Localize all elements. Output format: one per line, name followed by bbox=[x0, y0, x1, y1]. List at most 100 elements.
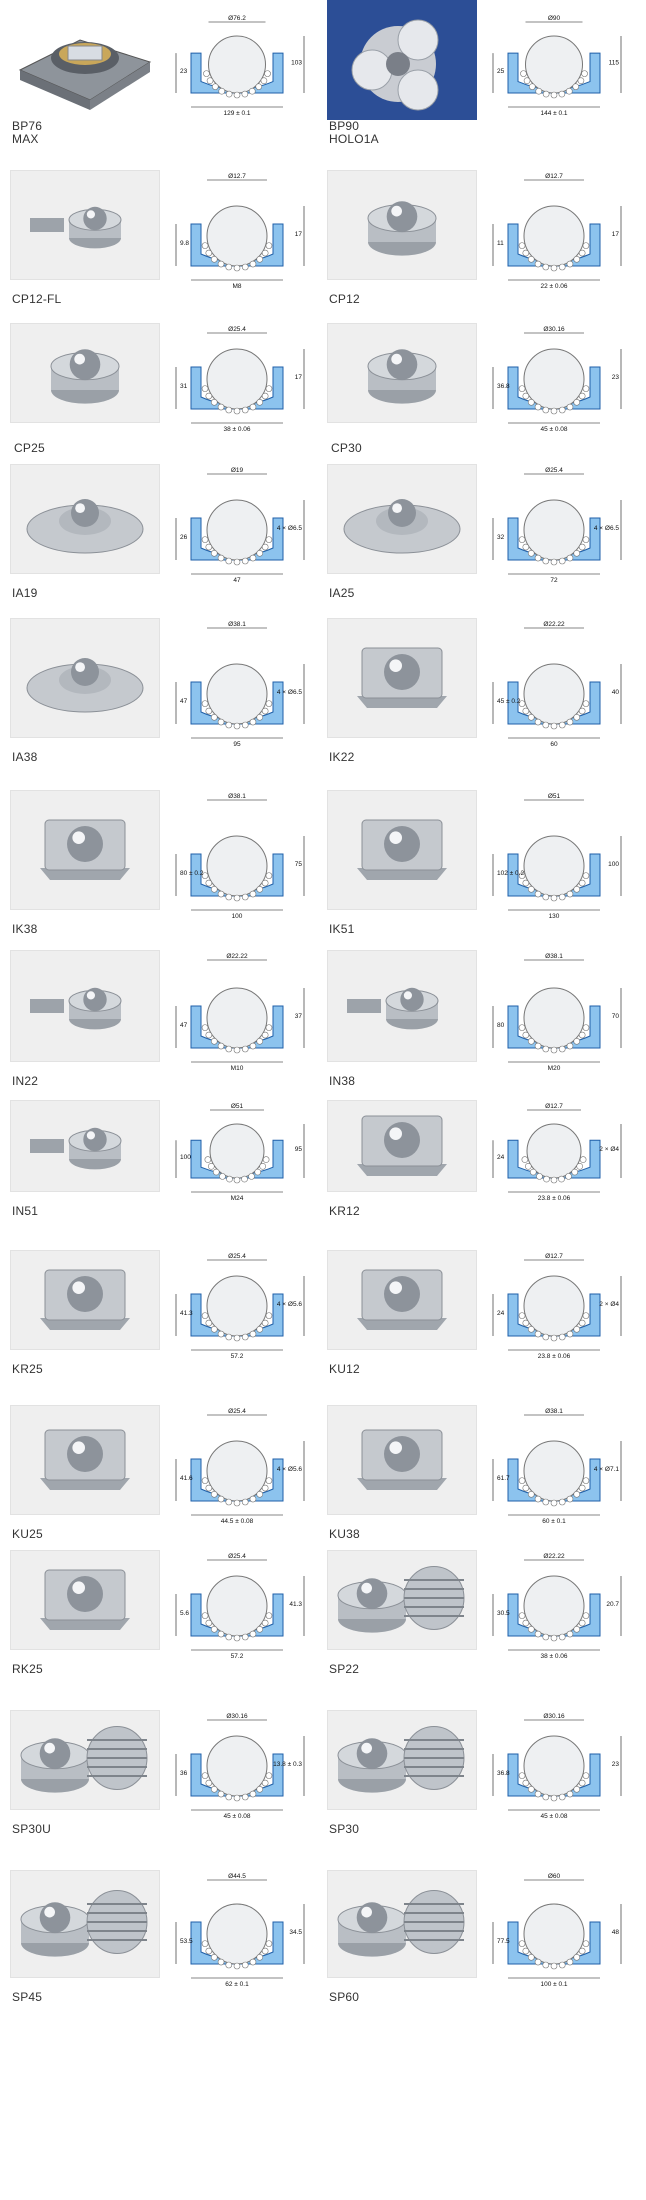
product-code: KR12 bbox=[329, 1204, 360, 1218]
dimension-top: Ø12.7 bbox=[545, 1103, 563, 1110]
dimension-left: 36.8 bbox=[497, 383, 510, 390]
product-photo bbox=[327, 950, 477, 1062]
product-photo bbox=[327, 0, 477, 120]
dimension-top: Ø38.1 bbox=[545, 1408, 563, 1415]
product-photo bbox=[10, 1405, 160, 1515]
product-code: KU12 bbox=[329, 1362, 360, 1376]
dimension-right: 4 × Ø6.5 bbox=[594, 525, 619, 532]
dimension-left: 61.7 bbox=[497, 1475, 510, 1482]
dimension-top: Ø38.1 bbox=[545, 953, 563, 960]
product-holo1a: HOLO1A bbox=[327, 0, 637, 155]
dimension-top: Ø51 bbox=[548, 793, 561, 800]
dimension-bottom: 130 bbox=[549, 913, 560, 920]
dimension-bottom: M10 bbox=[231, 1065, 244, 1072]
dimension-bottom: 45 ± 0.08 bbox=[223, 1813, 250, 1820]
dimension-left: 24 bbox=[497, 1310, 505, 1317]
dimension-bottom: 72 bbox=[550, 577, 558, 584]
product-photo bbox=[327, 1550, 477, 1650]
dimension-bottom: 38 ± 0.06 bbox=[540, 1653, 567, 1660]
dimension-right: 17 bbox=[612, 231, 620, 238]
product-code: CP12 bbox=[329, 292, 360, 306]
product-photo bbox=[10, 1550, 160, 1650]
product-code: KR25 bbox=[12, 1362, 43, 1376]
product-code: IN38 bbox=[329, 1074, 356, 1088]
product-code: MAX bbox=[12, 132, 39, 146]
product-photo bbox=[10, 950, 160, 1062]
product-photo bbox=[10, 1250, 160, 1350]
dimension-bottom: 60 ± 0.1 bbox=[542, 1518, 566, 1525]
dimension-bottom: 23.8 ± 0.06 bbox=[538, 1195, 571, 1202]
dimension-right: 4 × Ø5.6 bbox=[277, 1301, 302, 1308]
dimension-right: 103 bbox=[291, 60, 302, 67]
dimension-bottom: 144 ± 0.1 bbox=[540, 110, 567, 117]
dimension-top: Ø25.4 bbox=[228, 1408, 246, 1415]
product-photo bbox=[327, 1250, 477, 1350]
product-code: SP22 bbox=[329, 1662, 360, 1676]
dimension-bottom: 100 ± 0.1 bbox=[540, 1981, 567, 1988]
dimension-right: 37 bbox=[295, 1013, 303, 1020]
dimension-left: 77.5 bbox=[497, 1938, 510, 1945]
dimension-left: 102 ± 0.2 bbox=[497, 870, 524, 877]
product-code: BP76 bbox=[12, 119, 43, 133]
product-code: SP60 bbox=[329, 1990, 360, 2004]
product-photo bbox=[327, 1870, 477, 1978]
product-photo bbox=[10, 1710, 160, 1810]
dimension-left: 11 bbox=[497, 240, 504, 247]
dimension-right: 95 bbox=[295, 1146, 303, 1153]
dimension-left: 80 bbox=[497, 1022, 505, 1029]
dimension-left: 53.5 bbox=[180, 1938, 193, 1945]
dimension-top: Ø90 bbox=[548, 15, 561, 22]
product-code: SP30U bbox=[12, 1822, 52, 1836]
product-photo bbox=[327, 1710, 477, 1810]
dimension-right: 17 bbox=[295, 374, 303, 381]
dimension-bottom: 57.2 bbox=[231, 1653, 244, 1660]
dimension-right: 41.3 bbox=[289, 1601, 302, 1608]
dimension-bottom: M8 bbox=[232, 283, 241, 290]
dimension-top: Ø44.5 bbox=[228, 1873, 246, 1880]
product-photo bbox=[10, 464, 160, 574]
dimension-top: Ø12.7 bbox=[545, 173, 563, 180]
dimension-right: 115 bbox=[609, 60, 620, 67]
dimension-right: 48 bbox=[612, 1929, 620, 1936]
dimension-left: 45 ± 0.2 bbox=[497, 698, 521, 705]
product-code: HOLO1A bbox=[329, 132, 379, 146]
dimension-left: 41.6 bbox=[180, 1475, 193, 1482]
product-photo bbox=[327, 170, 477, 280]
product-code: KU38 bbox=[329, 1527, 360, 1541]
dimension-left: 23 bbox=[180, 68, 188, 75]
dimension-top: Ø38.1 bbox=[228, 621, 246, 628]
product-code: CP25 bbox=[14, 441, 45, 455]
dimension-left: 47 bbox=[180, 698, 188, 705]
dimension-top: Ø12.7 bbox=[228, 173, 246, 180]
product-code: CP12-FL bbox=[12, 292, 62, 306]
dimension-left: 36.8 bbox=[497, 1770, 510, 1777]
dimension-left: 32 bbox=[497, 534, 505, 541]
dimension-left: 31 bbox=[180, 383, 188, 390]
